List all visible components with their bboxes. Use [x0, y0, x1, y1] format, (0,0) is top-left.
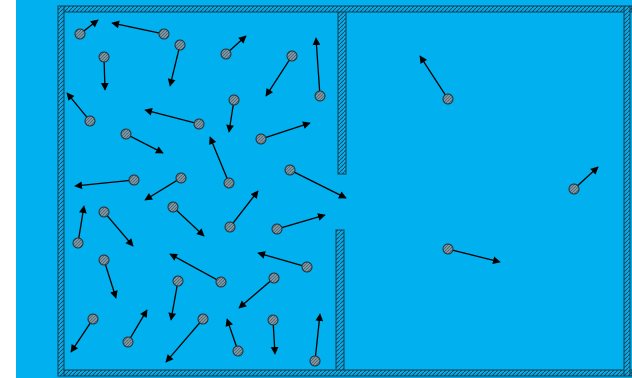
- particle-icon: [569, 184, 579, 194]
- particle-icon: [224, 178, 234, 188]
- top-wall: [58, 6, 632, 12]
- particle-icon: [229, 95, 239, 105]
- particle-icon: [233, 346, 243, 356]
- particle-icon: [285, 165, 295, 175]
- particle-icon: [175, 40, 185, 50]
- left-wall: [58, 6, 64, 376]
- particle-icon: [194, 119, 204, 129]
- particle-icon: [73, 238, 83, 248]
- particle-icon: [256, 134, 266, 144]
- particle-icon: [269, 273, 279, 283]
- particle-icon: [88, 314, 98, 324]
- particle-icon: [216, 277, 226, 287]
- particle-icon: [176, 173, 186, 183]
- right-wall: [624, 6, 630, 376]
- particle-icon: [225, 222, 235, 232]
- particle-icon: [123, 337, 133, 347]
- particle-icon: [268, 315, 278, 325]
- particle-icon: [443, 244, 453, 254]
- particle-icon: [75, 29, 85, 39]
- particle-icon: [99, 255, 109, 265]
- particle-icon: [315, 91, 325, 101]
- particle-icon: [302, 262, 312, 272]
- particle-icon: [287, 51, 297, 61]
- partition-lower: [336, 230, 344, 370]
- particle-icon: [198, 314, 208, 324]
- particle-icon: [221, 49, 231, 59]
- particle-icon: [129, 175, 139, 185]
- particle-icon: [121, 129, 131, 139]
- particle-icon: [272, 224, 282, 234]
- particle-icon: [173, 276, 183, 286]
- particle-icon: [85, 116, 95, 126]
- particle-icon: [99, 52, 109, 62]
- partition-upper: [338, 12, 346, 174]
- particle-icon: [168, 202, 178, 212]
- arrow-icon: [104, 62, 105, 90]
- particle-icon: [443, 94, 453, 104]
- particle-icon: [310, 356, 320, 366]
- particle-icon: [159, 29, 169, 39]
- particle-icon: [99, 207, 109, 217]
- bottom-wall: [58, 370, 632, 376]
